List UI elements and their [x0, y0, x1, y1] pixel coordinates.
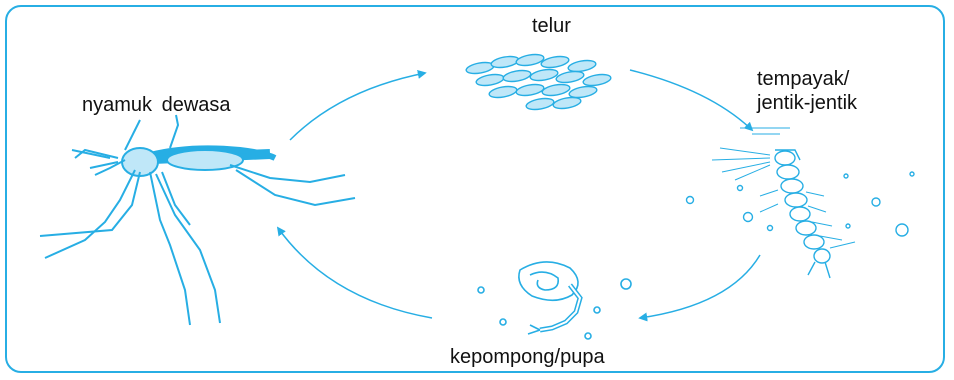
larva-icon: [685, 127, 915, 279]
pupa-icon: [477, 261, 632, 340]
arrow-egg-to-larva: [629, 69, 754, 132]
eggs-icon: [465, 53, 612, 111]
stage-label-egg: telur: [532, 15, 571, 37]
arrow-adult-to-egg: [289, 70, 427, 141]
arrow-larva-to-pupa: [638, 254, 761, 322]
stage-label-larva-line1: tempayak/: [757, 68, 850, 90]
stage-label-larva: tempayak/ jentik-jentik: [757, 67, 857, 115]
stage-label-larva-line2: jentik-jentik: [757, 92, 858, 114]
cycle-arrows: [276, 69, 761, 322]
arrow-pupa-to-adult: [276, 226, 433, 319]
stage-label-adult: nyamuk dewasa: [82, 94, 231, 116]
mosquito-icon: [39, 114, 356, 326]
stage-label-pupa: kepompong/pupa: [450, 346, 605, 368]
diagram-frame: [5, 5, 945, 373]
